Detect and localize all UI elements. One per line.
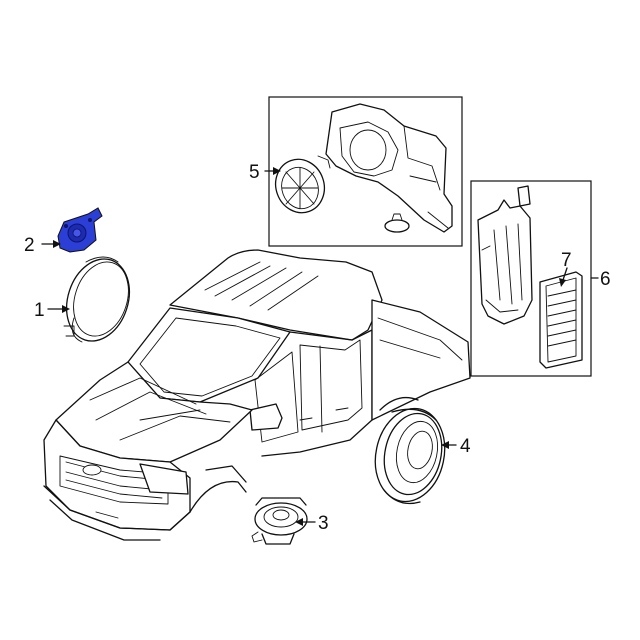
callout-labels: 1 2 3 4 5 6 7 xyxy=(24,162,611,534)
callout-5: 5 xyxy=(249,162,260,183)
subwoofer-assembly-box xyxy=(268,96,463,247)
callout-7: 7 xyxy=(561,250,572,271)
callout-6: 6 xyxy=(600,269,611,290)
callout-3: 3 xyxy=(318,513,329,534)
part-3-tweeter xyxy=(251,497,308,545)
leader-lines xyxy=(41,167,599,526)
amplifier-assembly-box xyxy=(470,180,592,377)
callout-4: 4 xyxy=(460,436,471,457)
truck-illustration xyxy=(43,249,471,541)
part-4-speaker xyxy=(374,407,446,505)
callout-1: 1 xyxy=(34,300,45,321)
part-1-speaker-trim-ring xyxy=(63,256,130,343)
callout-2: 2 xyxy=(24,235,35,256)
part-2-speaker-bracket xyxy=(57,207,103,253)
